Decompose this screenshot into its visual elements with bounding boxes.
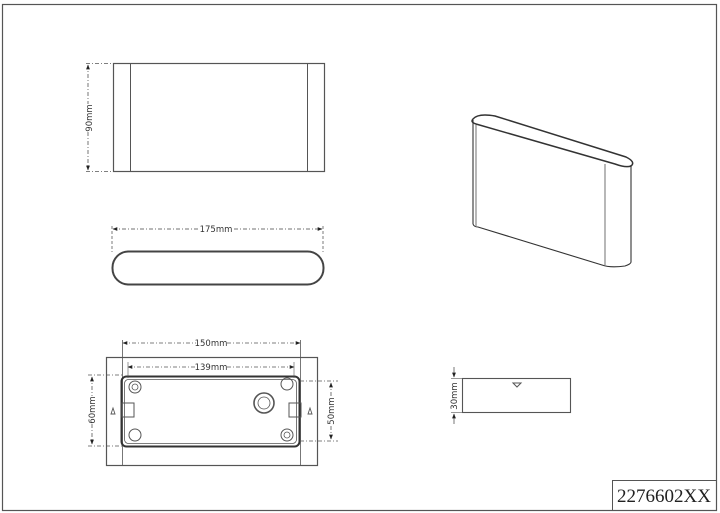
- height-dimension-50: 50mm: [327, 397, 337, 424]
- front-view: [86, 62, 326, 173]
- width-dimension-139: 139mm: [195, 363, 228, 373]
- back-view: [88, 340, 338, 467]
- depth-dimension-30: 30mm: [450, 382, 460, 409]
- title-block: 2276602XX: [612, 480, 717, 511]
- width-dimension-175: 175mm: [200, 225, 233, 235]
- height-dimension-60: 60mm: [88, 396, 98, 423]
- product-code: 2276602XX: [617, 486, 711, 507]
- height-dimension-90: 90mm: [85, 104, 95, 131]
- side-view: [451, 367, 572, 424]
- width-dimension-150: 150mm: [195, 339, 228, 349]
- isometric-view: [471, 114, 634, 268]
- top-view: [111, 226, 325, 286]
- drawing-frame: [1, 3, 718, 512]
